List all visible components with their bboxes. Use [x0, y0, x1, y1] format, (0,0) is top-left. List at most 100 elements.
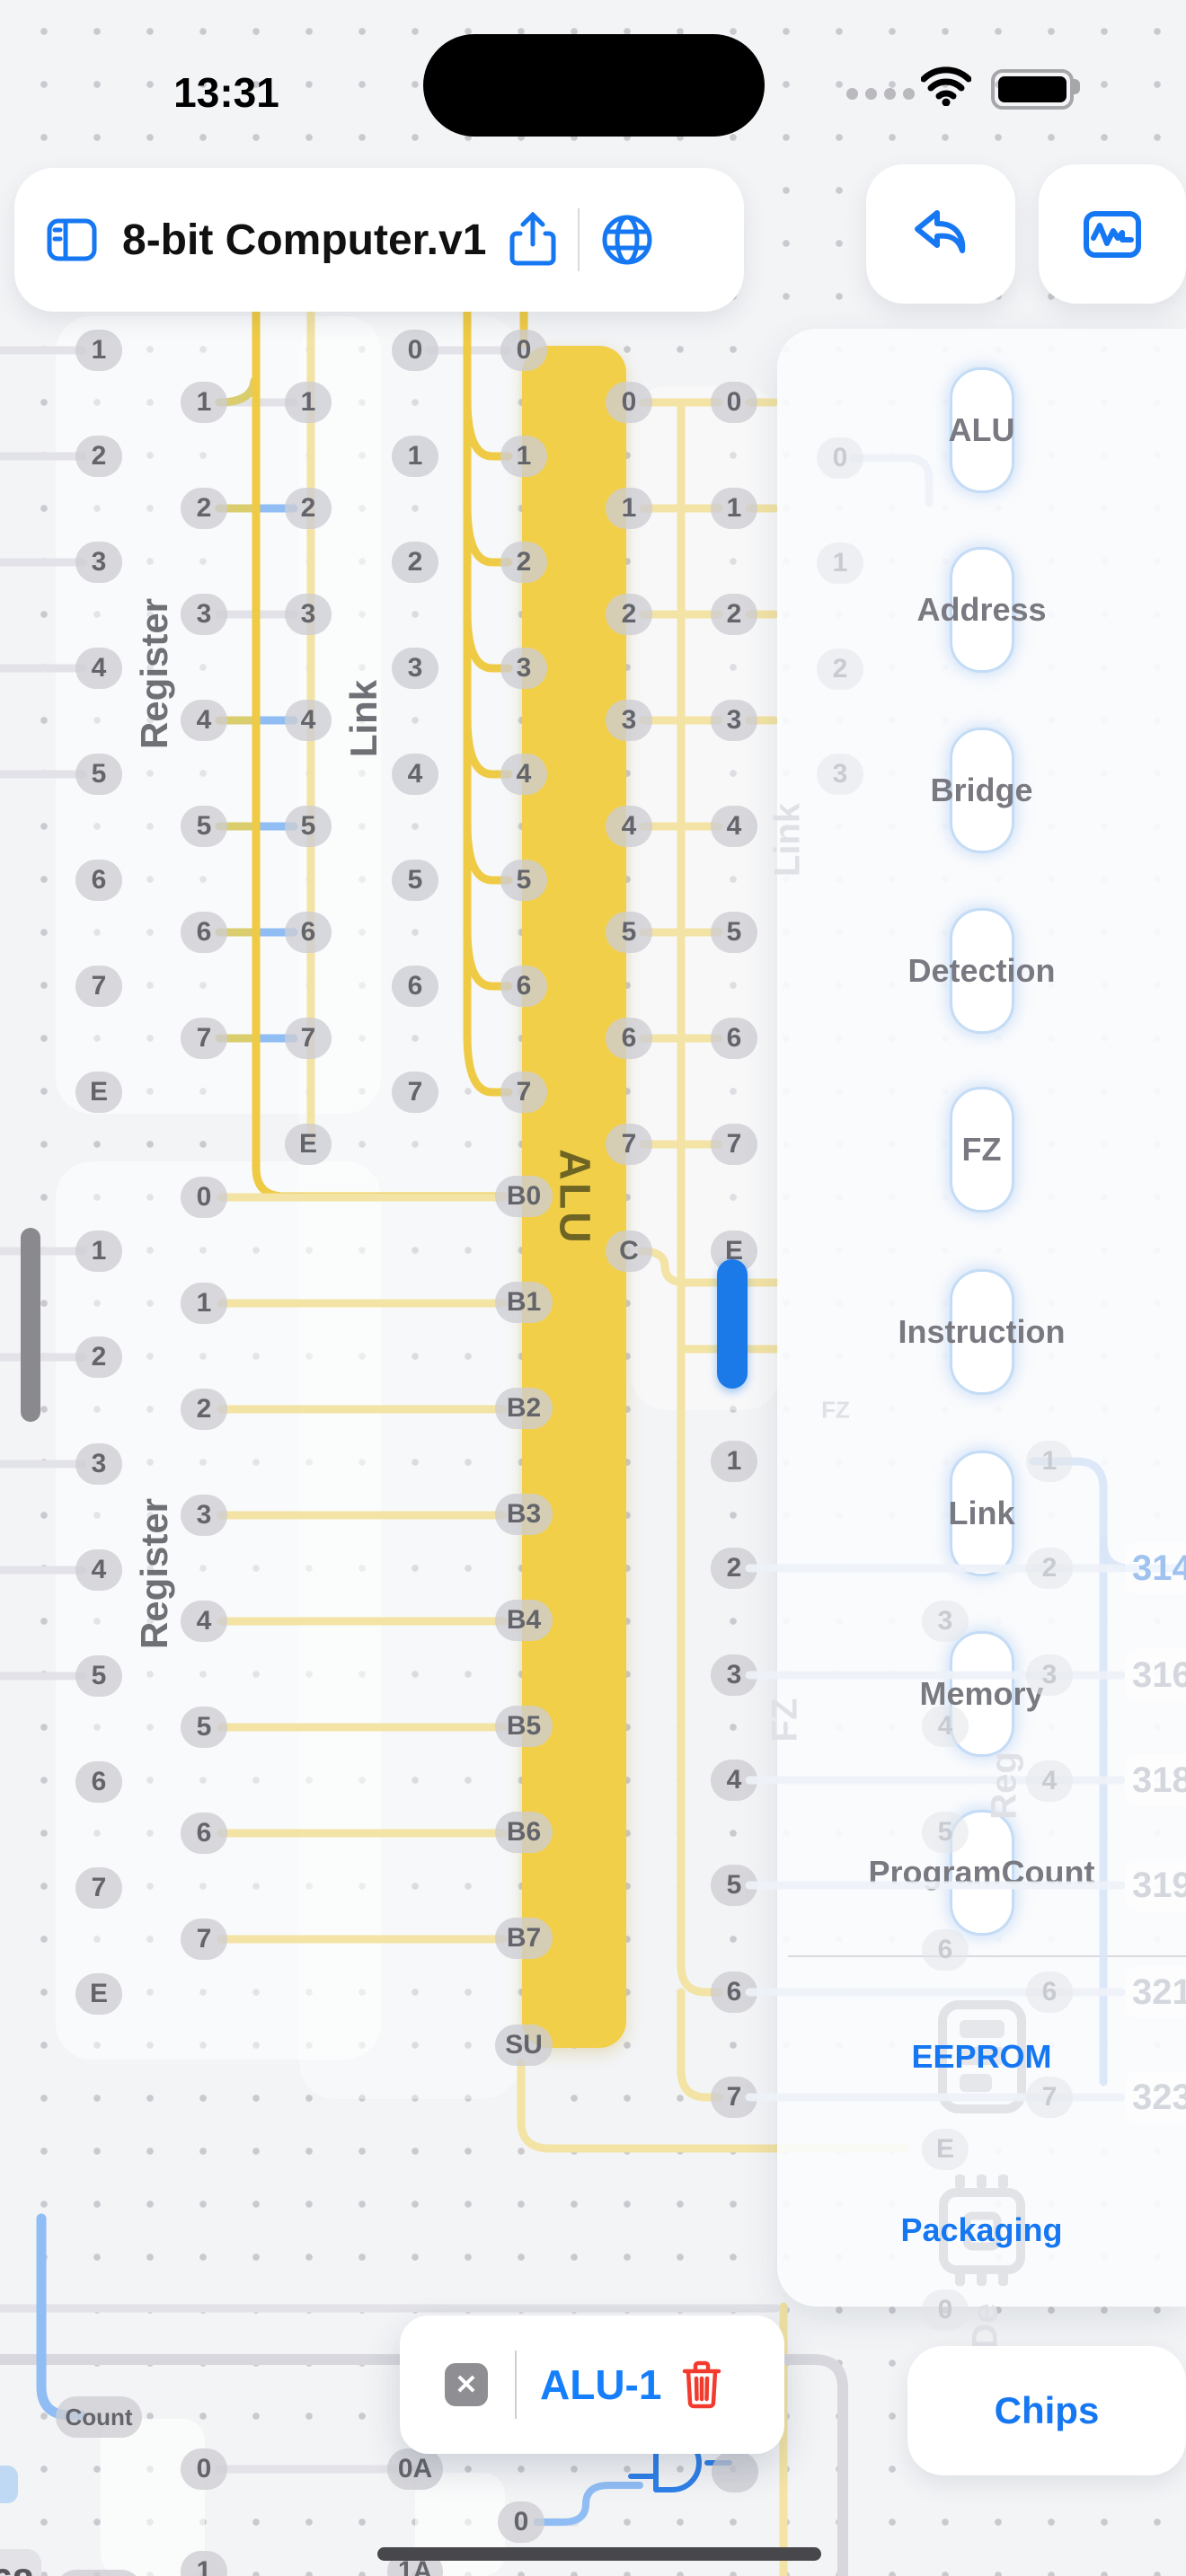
wire[interactable] — [463, 1030, 513, 1097]
pin-4[interactable]: 4 — [181, 700, 227, 741]
pin-B2[interactable]: B2 — [495, 1388, 553, 1429]
close-icon[interactable]: ✕ — [445, 2363, 488, 2406]
wire[interactable] — [0, 2354, 848, 2576]
pin-1[interactable]: 1 — [181, 1283, 227, 1324]
pin-2[interactable]: 2 — [392, 542, 438, 583]
pin-0[interactable]: 0 — [392, 330, 438, 371]
pin-5[interactable]: 5 — [606, 912, 652, 953]
pin-0[interactable]: 0 — [711, 382, 757, 423]
wire[interactable] — [1029, 1457, 1108, 2086]
pin-2[interactable]: 2 — [285, 488, 332, 529]
pin-6[interactable]: 6 — [711, 1018, 757, 1059]
pin-7[interactable]: 7 — [711, 1124, 757, 1165]
pin-5[interactable]: 5 — [285, 806, 332, 847]
pin-2[interactable]: 2 — [75, 1337, 122, 1378]
sidebar-item-fz[interactable]: FZ — [777, 1087, 1186, 1213]
pin-1[interactable]: 1 — [606, 488, 652, 529]
pin-2[interactable]: 2 — [181, 488, 227, 529]
pin-6[interactable]: 6 — [75, 860, 122, 901]
wire[interactable] — [677, 1961, 723, 1997]
pin-5[interactable]: 5 — [711, 1865, 757, 1906]
pin-B7[interactable]: B7 — [495, 1918, 553, 1959]
sidebar-item-address[interactable]: Address — [777, 547, 1186, 673]
pin-5[interactable]: 5 — [500, 860, 547, 901]
pin-SU[interactable]: SU — [495, 2025, 553, 2066]
pin-Clk[interactable]: Clk — [56, 2570, 142, 2576]
wire[interactable] — [849, 454, 934, 507]
pin-1[interactable]: 1 — [392, 436, 438, 477]
sidebar-icon[interactable] — [47, 218, 97, 261]
pin-2[interactable]: 2 — [711, 594, 757, 635]
pin-2[interactable]: 2 — [75, 436, 122, 477]
pin-Count[interactable]: Count — [56, 2396, 142, 2438]
chips-button[interactable]: Chips — [907, 2346, 1186, 2475]
wire[interactable] — [463, 924, 513, 991]
pin-4[interactable]: 4 — [711, 806, 757, 847]
pin-4[interactable]: 4 — [606, 806, 652, 847]
pin-7[interactable]: 7 — [606, 1124, 652, 1165]
pin-1[interactable]: 1 — [711, 488, 757, 529]
pin-0A[interactable]: 0A — [387, 2448, 443, 2490]
pin-5[interactable]: 5 — [75, 1655, 122, 1697]
title-bar[interactable]: 8-bit Computer.v1 — [14, 168, 744, 312]
trash-icon[interactable] — [681, 2360, 722, 2409]
pin-3[interactable]: 3 — [285, 594, 332, 635]
pin-0[interactable]: 0 — [498, 2501, 544, 2543]
pin-7[interactable]: 7 — [181, 1018, 227, 1059]
pin-blank[interactable] — [712, 2451, 758, 2492]
pin-6[interactable]: 6 — [181, 1813, 227, 1854]
pin-3[interactable]: 3 — [181, 594, 227, 635]
pin-7[interactable]: 7 — [392, 1072, 438, 1113]
pin-0[interactable]: 0 — [181, 2448, 227, 2490]
pin-7[interactable]: 7 — [500, 1072, 547, 1113]
pin-5[interactable]: 5 — [181, 806, 227, 847]
pin-2[interactable]: 2 — [181, 1389, 227, 1430]
pin-3[interactable]: 3 — [392, 648, 438, 689]
wire[interactable] — [534, 2482, 643, 2526]
pin-B1[interactable]: B1 — [495, 1282, 553, 1323]
vertical-scrollbar[interactable] — [21, 1228, 40, 1422]
pin-7[interactable]: 7 — [285, 1018, 332, 1059]
pin-3[interactable]: 3 — [75, 1443, 122, 1485]
pin-6[interactable]: 6 — [285, 912, 332, 953]
horizontal-scrollbar[interactable] — [377, 2547, 821, 2561]
pin-6[interactable]: 6 — [392, 966, 438, 1007]
pin-5[interactable]: 5 — [181, 1707, 227, 1748]
sidebar-tool-eeprom[interactable]: EEPROM — [777, 2000, 1186, 2113]
pin-2[interactable]: 2 — [606, 594, 652, 635]
pin-6[interactable]: 6 — [181, 912, 227, 953]
pin-3[interactable]: 3 — [181, 1495, 227, 1536]
sidebar-item-detection[interactable]: Detection — [777, 908, 1186, 1034]
pin-0[interactable]: 0 — [181, 1177, 227, 1218]
pin-B3[interactable]: B3 — [495, 1494, 553, 1535]
pin-7[interactable]: 7 — [75, 1867, 122, 1909]
pin-1[interactable]: 1 — [181, 382, 227, 423]
wire[interactable] — [463, 394, 513, 461]
pin-4[interactable]: 4 — [285, 700, 332, 741]
pin-4[interactable]: 4 — [181, 1601, 227, 1642]
pin-2[interactable]: 2 — [500, 542, 547, 583]
pin-E[interactable]: E — [285, 1124, 332, 1165]
pin-E[interactable]: E — [75, 1973, 122, 2015]
pin-3[interactable]: 3 — [500, 648, 547, 689]
pin-1[interactable]: 1 — [181, 2551, 227, 2576]
pin-B5[interactable]: B5 — [495, 1706, 553, 1747]
wire[interactable] — [463, 500, 513, 567]
wire[interactable] — [637, 1247, 781, 1287]
wire[interactable] — [677, 2066, 723, 2102]
pin-6[interactable]: 6 — [606, 1018, 652, 1059]
pin-B0[interactable]: B0 — [495, 1176, 553, 1217]
pin-7[interactable]: 7 — [75, 966, 122, 1007]
pin-4[interactable]: 4 — [392, 754, 438, 795]
waveform-button[interactable] — [1039, 164, 1186, 304]
wire[interactable] — [463, 606, 513, 673]
wire[interactable] — [463, 712, 513, 779]
undo-button[interactable] — [866, 164, 1015, 304]
pin-6[interactable]: 6 — [75, 1761, 122, 1803]
pin-5[interactable]: 5 — [711, 912, 757, 953]
pin-4[interactable]: 4 — [75, 648, 122, 689]
pin-B6[interactable]: B6 — [495, 1812, 553, 1853]
pin-4[interactable]: 4 — [500, 754, 547, 795]
pin-1[interactable]: 1 — [285, 382, 332, 423]
pin-B4[interactable]: B4 — [495, 1600, 553, 1641]
